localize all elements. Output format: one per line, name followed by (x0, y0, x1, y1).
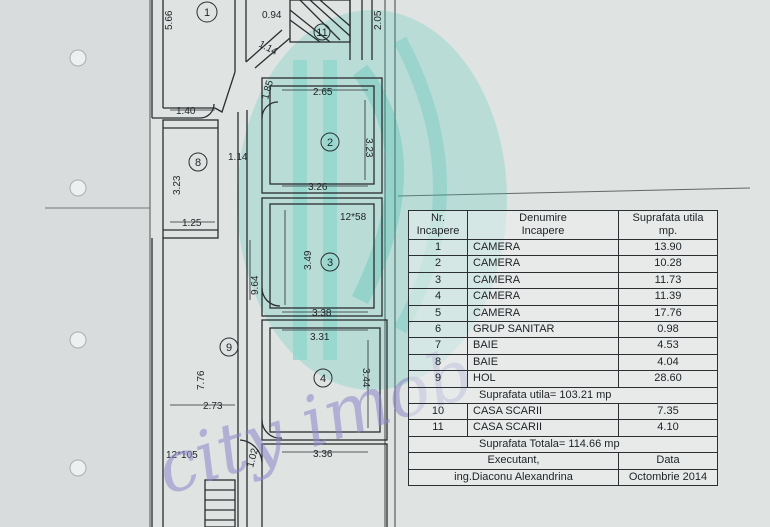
room-name-cell: CAMERA (467, 288, 619, 306)
header-name-sub: Incapere (521, 225, 565, 237)
date-value: Octombrie 2014 (618, 468, 718, 487)
room-name-cell: CAMERA (467, 271, 619, 290)
room-number-cell: 6 (408, 321, 468, 339)
room-name-cell: GRUP SANITAR (467, 321, 619, 339)
room-area-cell: 11.39 (618, 288, 718, 306)
room-label-2: 2 (327, 137, 333, 149)
header-nr: Nr. (430, 212, 446, 224)
dim-5-66: 5.66 (164, 10, 175, 30)
room-number-cell: 3 (408, 271, 468, 290)
dim-3-36: 3.36 (313, 449, 333, 460)
room-label-9: 9 (226, 342, 232, 354)
punch-hole (69, 459, 87, 477)
room-area-cell: 10.28 (618, 255, 718, 273)
punch-hole (69, 179, 87, 197)
dim-1-14b: 1.14 (228, 152, 248, 163)
room-label-8: 8 (195, 157, 201, 169)
executant-header-row: Executant, Data (408, 452, 718, 470)
executant-row: ing.Diaconu Alexandrina Octombrie 2014 (408, 468, 718, 487)
room-area-cell: 0.98 (618, 321, 718, 339)
punch-hole (69, 331, 87, 349)
room-name-cell: BAIE (467, 337, 619, 355)
room-number-cell: 7 (408, 337, 468, 355)
room-name-cell: BAIE (467, 353, 619, 372)
dim-9-64: 9.64 (250, 275, 261, 295)
header-name: Denumire (519, 212, 567, 224)
dim-7-76: 7.76 (196, 370, 207, 390)
room-number-cell: 2 (408, 255, 468, 273)
header-area-sub: mp. (658, 225, 678, 237)
dim-3-23a: 3.23 (363, 138, 374, 158)
room-number-cell: 4 (408, 288, 468, 306)
room-number-cell: 1 (408, 238, 468, 257)
executant-label: Executant, (408, 452, 619, 470)
usable-total: Suprafata utila= 103.21 mp (408, 386, 718, 405)
header-area: Suprafata utila (632, 212, 704, 224)
dim-2-05: 2.05 (373, 10, 384, 30)
header-nr-sub: Incapere (416, 225, 460, 237)
dim-1-25: 1.25 (182, 218, 202, 229)
room-name-cell: CAMERA (467, 255, 619, 273)
room-number-cell: 8 (408, 353, 468, 372)
room-area-cell: 4.53 (618, 337, 718, 355)
date-label: Data (618, 452, 718, 470)
room-label-4: 4 (320, 373, 326, 385)
room-area-cell: 13.90 (618, 238, 718, 257)
room-number-cell: 9 (408, 370, 468, 388)
dim-3-26: 3.26 (308, 182, 328, 193)
room-area-cell: 4.04 (618, 353, 718, 372)
room-name-cell: HOL (467, 370, 619, 388)
room-area-cell: 28.60 (618, 370, 718, 388)
usable-total-row: Suprafata utila= 103.21 mp (408, 386, 718, 405)
dim-2-65: 2.65 (313, 87, 333, 98)
room-name-cell: CAMERA (467, 304, 619, 323)
room-name-cell: CASA SCARII (467, 419, 619, 437)
room-name-cell: CAMERA (467, 238, 619, 257)
room-name-cell: CASA SCARII (467, 403, 619, 421)
punch-hole (69, 49, 87, 67)
dim-3-49: 3.49 (303, 250, 314, 270)
grand-total: Suprafata Totala= 114.66 mp (408, 435, 718, 454)
room-area-cell: 11.73 (618, 271, 718, 290)
dim-0-94: 0.94 (262, 10, 282, 21)
dim-1-40: 1.40 (176, 106, 196, 117)
dim-3-31: 3.31 (310, 332, 330, 343)
dim-3-44: 3.44 (360, 368, 371, 388)
executant-name: ing.Diaconu Alexandrina (408, 468, 619, 487)
room-label-1: 1 (204, 7, 210, 19)
dim-1-85: 1.85 (260, 79, 276, 101)
room-label-11: 11 (316, 27, 327, 39)
room-number-cell: 5 (408, 304, 468, 323)
room-area-cell: 17.76 (618, 304, 718, 323)
room-number-cell: 11 (408, 419, 468, 437)
dim-3-23b: 3.23 (172, 175, 183, 195)
dim-12-58: 12*58 (340, 212, 367, 223)
dim-2-73: 2.73 (203, 401, 223, 412)
grand-total-row: Suprafata Totala= 114.66 mp (408, 435, 718, 454)
dim-3-38: 3.38 (312, 308, 332, 319)
room-number-cell: 10 (408, 403, 468, 421)
room-area-cell: 7.35 (618, 403, 718, 421)
room-label-3: 3 (327, 257, 333, 269)
dim-1-02: 1.02 (245, 447, 261, 469)
room-area-cell: 4.10 (618, 419, 718, 437)
dim-12-105: 12*105 (166, 450, 198, 461)
